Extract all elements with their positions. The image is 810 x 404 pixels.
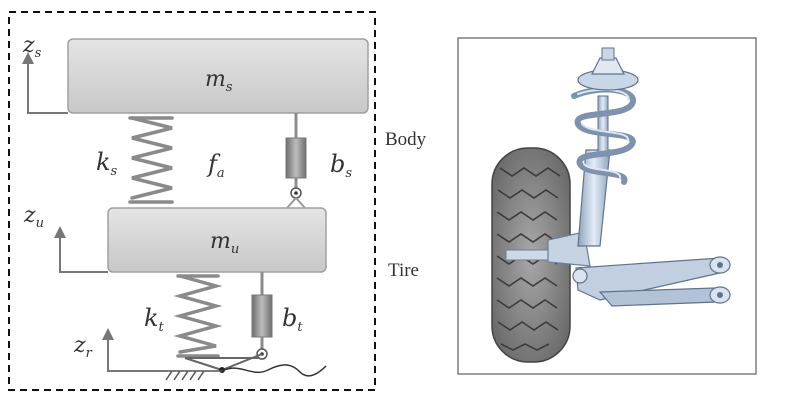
label-zu: zu — [23, 203, 44, 231]
label-kt: kt — [144, 304, 165, 335]
spring-kt — [173, 274, 223, 358]
label-tire: Tire — [388, 260, 419, 281]
zr-arrow — [107, 338, 168, 372]
damper-bs — [285, 113, 307, 209]
unsprung-mass-block — [107, 207, 327, 273]
ground-hatch — [165, 370, 222, 381]
label-mu: mu — [210, 229, 239, 257]
label-zs: zs — [22, 33, 42, 61]
label-ms: ms — [205, 67, 233, 95]
spring-ks — [128, 116, 174, 204]
zs-arrowhead — [22, 52, 34, 64]
control-arm-icon — [572, 256, 731, 307]
label-ks: ks — [96, 148, 118, 179]
label-bt: bt — [282, 304, 303, 335]
zu-arrowhead — [54, 226, 66, 238]
zr-arrowhead — [102, 328, 114, 340]
damper-bt — [251, 272, 273, 360]
label-zr: zr — [73, 333, 93, 361]
tire-contact — [184, 353, 263, 373]
zs-arrow — [27, 62, 68, 114]
label-body: Body — [385, 129, 427, 150]
zu-arrow — [59, 236, 108, 273]
road-profile — [221, 364, 327, 377]
label-fa: fa — [206, 150, 225, 181]
sprung-mass-block — [67, 38, 369, 114]
label-bs: bs — [330, 150, 352, 181]
suspension-illustration — [491, 47, 731, 363]
dashed-frame — [8, 11, 376, 391]
